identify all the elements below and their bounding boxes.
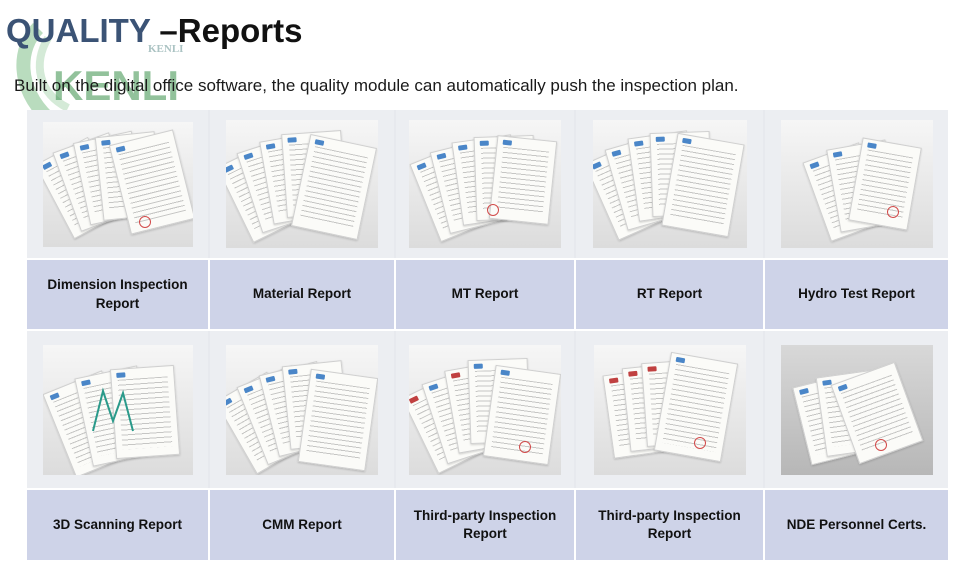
document-stack-photo-icon xyxy=(226,120,378,248)
report-image-nde-certs xyxy=(765,331,948,488)
report-label-third-party-1[interactable]: Third-party Inspection Report xyxy=(396,490,574,560)
report-image-material xyxy=(210,110,394,258)
page-title-section: –Reports xyxy=(150,12,303,49)
page-title-brand: QUALITY xyxy=(6,12,151,49)
document-stack-photo-icon xyxy=(409,344,561,475)
report-label-nde-certs[interactable]: NDE Personnel Certs. xyxy=(765,490,948,560)
report-image-3d-scanning xyxy=(27,331,208,488)
report-image-dimension xyxy=(27,110,208,258)
image-row xyxy=(27,110,948,258)
report-label-cmm[interactable]: CMM Report xyxy=(210,490,394,560)
report-label-3d-scanning[interactable]: 3D Scanning Report xyxy=(27,490,208,560)
report-label-hydro[interactable]: Hydro Test Report xyxy=(765,260,948,329)
svg-text:KENLI: KENLI xyxy=(53,62,179,109)
report-label-mt[interactable]: MT Report xyxy=(396,260,574,329)
report-label-dimension[interactable]: Dimension Inspection Report xyxy=(27,260,208,329)
label-row: Dimension Inspection Report Material Rep… xyxy=(27,260,948,329)
page-title: QUALITY –Reports xyxy=(6,12,302,50)
report-label-third-party-2[interactable]: Third-party Inspection Report xyxy=(576,490,763,560)
report-label-rt[interactable]: RT Report xyxy=(576,260,763,329)
report-image-third-party-1 xyxy=(396,331,574,488)
document-stack-photo-icon xyxy=(593,344,746,475)
document-stack-photo-icon xyxy=(592,120,747,248)
document-stack-photo-icon xyxy=(226,344,378,475)
document-stack-photo-icon xyxy=(409,120,561,248)
report-image-rt xyxy=(576,110,763,258)
page-subtitle: Built on the digital office software, th… xyxy=(14,76,739,95)
svg-text:KENLI: KENLI xyxy=(148,43,183,55)
label-row: 3D Scanning Report CMM Report Third-part… xyxy=(27,490,948,560)
document-stack-photo-icon xyxy=(780,120,933,248)
report-image-third-party-2 xyxy=(576,331,763,488)
document-stack-photo-icon xyxy=(780,344,933,475)
document-stack-photo-icon xyxy=(42,121,193,247)
report-image-mt xyxy=(396,110,574,258)
report-label-material[interactable]: Material Report xyxy=(210,260,394,329)
report-image-hydro xyxy=(765,110,948,258)
image-row xyxy=(27,331,948,488)
report-grid: Dimension Inspection Report Material Rep… xyxy=(27,110,948,560)
report-image-cmm xyxy=(210,331,394,488)
document-stack-photo-icon xyxy=(42,344,193,475)
